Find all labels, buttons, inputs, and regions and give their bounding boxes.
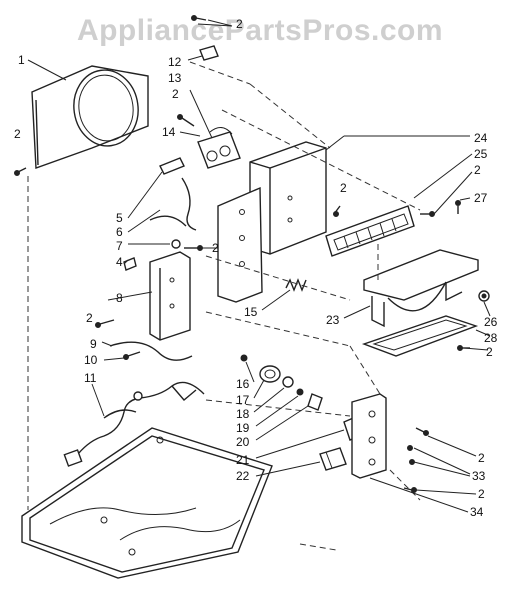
- label-33: 33: [472, 469, 486, 483]
- screw-27[interactable]: [455, 200, 461, 215]
- screw-2-bracket[interactable]: [333, 205, 341, 217]
- label-11: 11: [84, 371, 97, 385]
- label-5: 5: [116, 211, 123, 225]
- label-14: 14: [162, 125, 176, 139]
- label-10: 10: [84, 353, 98, 367]
- part-10-screw[interactable]: [123, 351, 141, 360]
- part-7-grommet[interactable]: [171, 239, 181, 249]
- part-24-control-bracket[interactable]: [217, 141, 327, 303]
- screw-2-mid[interactable]: [184, 245, 203, 251]
- part-28-drip-tray[interactable]: [361, 315, 479, 357]
- part-22-relay[interactable]: [319, 447, 347, 471]
- part-5-terminal-plate[interactable]: [159, 157, 185, 175]
- part-4-clip[interactable]: [123, 257, 137, 271]
- screw-2-top[interactable]: [191, 15, 207, 21]
- screw-33-pair[interactable]: [407, 445, 415, 465]
- part-1-shroud-panel[interactable]: [31, 65, 149, 169]
- label-2: 2: [212, 241, 219, 255]
- label-2: 2: [340, 181, 347, 195]
- part-11-power-cord[interactable]: [63, 381, 205, 467]
- leader-lines: [27, 19, 491, 513]
- label-23: 23: [326, 313, 340, 327]
- screw-2-grille[interactable]: [420, 211, 435, 217]
- label-16: 16: [236, 377, 250, 391]
- part-23-blower-bracket[interactable]: [363, 249, 479, 328]
- label-34: 34: [470, 505, 484, 519]
- part-labels: 1 2 2 12 13 2 14 24 25 2 27 2 5 6 2 7 4 …: [14, 17, 498, 519]
- label-15: 15: [244, 305, 258, 319]
- label-20: 20: [236, 435, 250, 449]
- screw-2-left[interactable]: [14, 167, 27, 176]
- part-25-vent-grille[interactable]: [325, 205, 415, 257]
- label-13: 13: [168, 71, 182, 85]
- assembly-lines: [27, 61, 421, 551]
- label-8: 8: [116, 291, 123, 305]
- label-2: 2: [474, 163, 481, 177]
- label-19: 19: [236, 421, 250, 435]
- label-7: 7: [116, 239, 123, 253]
- screw-2-capacitor[interactable]: [177, 114, 195, 127]
- label-27: 27: [474, 191, 488, 205]
- label-22: 22: [236, 469, 250, 483]
- part-9-wire[interactable]: [109, 341, 193, 361]
- label-2: 2: [172, 87, 179, 101]
- label-2: 2: [14, 127, 21, 141]
- part-6-wire-lead[interactable]: [149, 177, 197, 231]
- label-18: 18: [236, 407, 250, 421]
- label-25: 25: [474, 147, 488, 161]
- part-17-knob[interactable]: [259, 365, 281, 383]
- label-2: 2: [86, 311, 93, 325]
- label-2: 2: [236, 17, 243, 31]
- part-26-nut[interactable]: [478, 290, 490, 302]
- label-6: 6: [116, 225, 123, 239]
- label-21: 21: [236, 453, 250, 467]
- part-19-washer[interactable]: [296, 388, 304, 396]
- label-9: 9: [90, 337, 97, 351]
- label-4: 4: [116, 255, 123, 269]
- part-8-switch-bracket[interactable]: [149, 251, 191, 341]
- screw-2-bracket-left[interactable]: [95, 319, 115, 328]
- label-24: 24: [474, 131, 488, 145]
- label-28: 28: [484, 331, 498, 345]
- label-1: 1: [18, 53, 25, 67]
- screw-2-plate-top[interactable]: [415, 427, 429, 436]
- label-17: 17: [236, 393, 250, 407]
- part-12-clip[interactable]: [199, 45, 219, 61]
- label-12: 12: [168, 55, 182, 69]
- label-2: 2: [486, 345, 493, 359]
- part-34-control-plate[interactable]: [351, 393, 387, 479]
- label-26: 26: [484, 315, 498, 329]
- part-16-screw[interactable]: [240, 354, 248, 362]
- part-14-capacitor[interactable]: [197, 127, 241, 169]
- label-2: 2: [478, 451, 485, 465]
- base-pan[interactable]: [21, 427, 273, 579]
- part-18-spacer[interactable]: [282, 376, 294, 388]
- part-20-shaft[interactable]: [307, 393, 323, 411]
- label-2: 2: [478, 487, 485, 501]
- part-15-spring[interactable]: [285, 278, 307, 292]
